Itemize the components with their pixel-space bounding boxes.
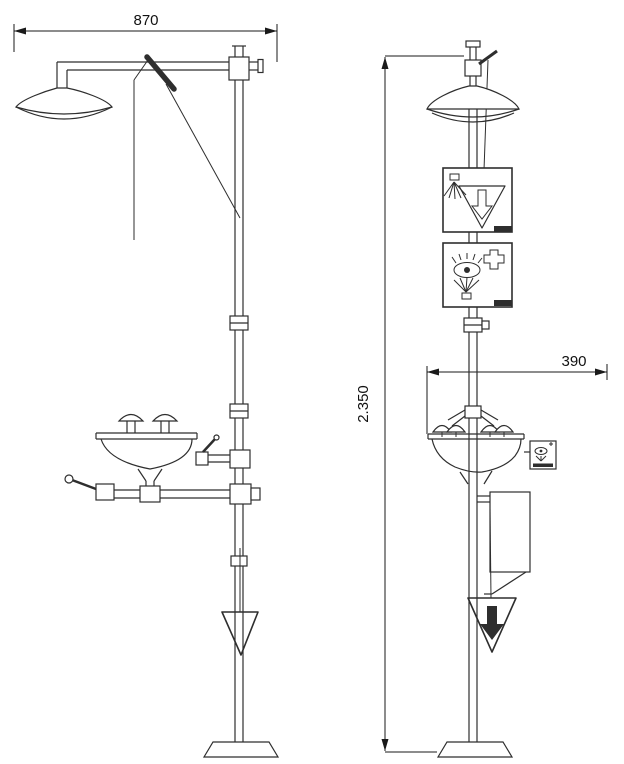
base-plate-side xyxy=(202,741,280,758)
dimension-top-width: 870 xyxy=(13,12,278,62)
bowl-sign xyxy=(524,440,557,470)
dim-2350-label: 2.350 xyxy=(355,385,372,423)
eyewash-pictogram-icon xyxy=(451,249,505,300)
dimension-eyewash-width: 390 xyxy=(426,353,608,434)
cross-icon xyxy=(483,249,505,270)
activation-lever xyxy=(144,54,177,92)
dim-390-label: 390 xyxy=(561,353,586,370)
front-view xyxy=(426,40,557,758)
top-valve xyxy=(464,40,498,171)
foot-pedal-panel xyxy=(477,491,531,595)
down-arrow-icon xyxy=(480,606,504,640)
sign-shower xyxy=(442,167,513,233)
shower-pictogram-icon xyxy=(443,173,506,229)
eyewash-spray-heads-front xyxy=(431,405,515,437)
shower-head-front xyxy=(426,85,520,123)
side-view xyxy=(14,45,280,758)
pull-handle-triangle-side xyxy=(221,548,259,656)
sign-label-bar xyxy=(494,300,512,306)
eyewash-assembly-side xyxy=(64,413,230,503)
dimension-height: 2.350 xyxy=(355,55,464,753)
pull-handle-triangle-front xyxy=(467,507,517,653)
pull-rod xyxy=(133,59,241,240)
sign-label-bar xyxy=(533,463,553,467)
shower-head-side xyxy=(14,87,114,120)
shower-arm xyxy=(56,61,229,88)
eyewash-valve xyxy=(64,474,115,501)
eyewash-bowl-front xyxy=(427,433,525,485)
eyewash-mini-pictogram-icon xyxy=(534,442,553,462)
eyewash-spray-heads-side xyxy=(117,413,179,433)
base-plate-front xyxy=(436,741,514,758)
riser-pipe-side xyxy=(228,45,264,742)
sign-eyewash xyxy=(442,242,513,308)
sign-label-bar xyxy=(494,226,512,232)
dim-870-label: 870 xyxy=(133,12,158,29)
